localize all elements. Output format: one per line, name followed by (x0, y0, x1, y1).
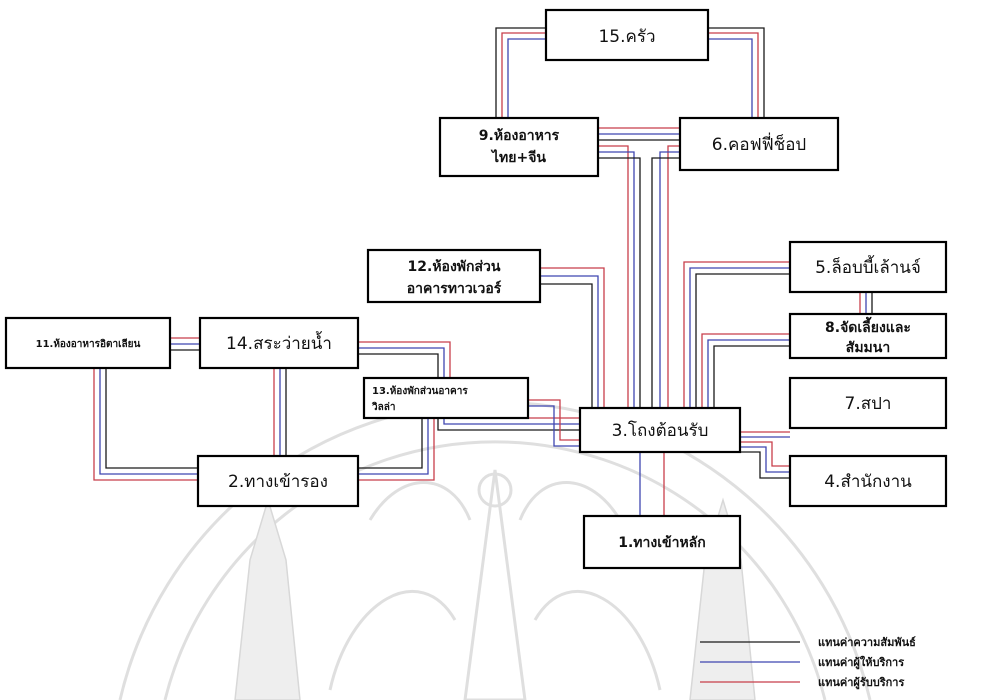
node-8-banquet-seminar: 8.จัดเลี้ยงและ สัมมนา (788, 312, 948, 360)
link-15-9-relation (495, 27, 546, 120)
node-2-secondary-entrance: 2.ทางเข้ารอง (196, 454, 360, 508)
link-15-6-provider (708, 38, 753, 118)
node-11-label: 11.ห้องอาหารอิตาเลียน (36, 338, 141, 350)
node-9-label-line1: 9.ห้องอาหาร (479, 128, 560, 144)
node-14-swimming-pool: 14.สระว่ายน้ำ (198, 316, 360, 370)
link-9-3-relation (598, 157, 641, 408)
link-11-2-receiver (93, 368, 198, 481)
node-14-label: 14.สระว่ายน้ำ (226, 331, 332, 354)
link-12-3-relation (540, 283, 593, 410)
node-4-office: 4.สำนักงาน (788, 454, 948, 508)
node-15-kitchen: 15.ครัว (544, 8, 710, 62)
node-13-villa-rooms: 13.ห้องพักส่วนอาคาร วิลล่า (362, 376, 530, 420)
link-8-3-relation (713, 345, 790, 410)
legend-receiver-label: แทนค่าผู้รับบริการ (818, 676, 904, 690)
node-12-label-line1: 12.ห้องพักส่วน (408, 259, 501, 275)
link-15-6-relation (708, 27, 765, 118)
node-8-label-line2: สัมมนา (846, 340, 890, 356)
link-5-3-receiver (683, 261, 790, 410)
link-13-2-provider (358, 418, 429, 475)
node-4-label: 4.สำนักงาน (824, 472, 912, 492)
link-13-3-receiver (528, 399, 580, 441)
legend-provider-label: แทนค่าผู้ให้บริการ (818, 655, 904, 670)
link-9-3-provider (598, 151, 635, 408)
node-7-spa: 7.สปา (788, 376, 948, 430)
node-8-label-line1: 8.จัดเลี้ยงและ (825, 316, 911, 336)
link-15-9-provider (507, 38, 546, 120)
link-13-2-receiver (358, 418, 435, 481)
node-5-label: 5.ล็อบบี้เล้านจ์ (815, 255, 921, 278)
link-3-4-receiver (740, 441, 790, 467)
node-7-label: 7.สปา (845, 394, 892, 414)
link-13-3-provider (528, 405, 580, 447)
node-9-label-line2: ไทย+จีน (490, 148, 546, 166)
node-3-reception-hall: 3.โถงต้อนรับ (578, 406, 742, 454)
link-15-9-receiver (501, 32, 546, 120)
node-3-label: 3.โถงต้อนรับ (612, 420, 709, 441)
node-2-label: 2.ทางเข้ารอง (228, 472, 328, 492)
link-13-2-relation (358, 418, 423, 469)
link-6-3-receiver (667, 145, 680, 408)
link-8-3-provider (707, 339, 790, 410)
link-5-3-provider (689, 267, 790, 410)
link-12-3-receiver (540, 267, 605, 410)
node-13-label-line2: วิลล่า (372, 401, 396, 413)
link-11-2-relation (105, 368, 198, 469)
node-13-label-line1: 13.ห้องพักส่วนอาคาร (372, 385, 468, 397)
node-1-main-entrance: 1.ทางเข้าหลัก (582, 514, 742, 570)
link-11-2-provider (99, 368, 198, 475)
link-9-3-receiver (598, 145, 629, 408)
node-6-label: 6.คอฟฟี่ช็อป (712, 132, 806, 155)
link-8-3-receiver (701, 333, 790, 410)
node-1-label: 1.ทางเข้าหลัก (618, 535, 706, 551)
link-6-3-relation (651, 157, 680, 408)
node-11-italian-restaurant: 11.ห้องอาหารอิตาเลียน (4, 316, 172, 370)
node-9-thai-chinese-restaurant: 9.ห้องอาหาร ไทย+จีน (438, 116, 600, 178)
watermark-seal-icon (118, 400, 872, 700)
node-15-label: 15.ครัว (598, 27, 655, 47)
link-12-3-provider (540, 275, 599, 410)
link-3-4-relation (740, 451, 790, 479)
legend: แทนค่าความสัมพันธ์ แทนค่าผู้ให้บริการ แท… (700, 636, 916, 690)
node-6-coffee-shop: 6.คอฟฟี่ช็อป (678, 116, 840, 172)
node-12-tower-rooms: 12.ห้องพักส่วน อาคารทาวเวอร์ (366, 248, 542, 304)
link-6-3-provider (659, 151, 680, 408)
link-3-4-provider (740, 446, 790, 473)
node-12-label-line2: อาคารทาวเวอร์ (407, 280, 502, 297)
node-5-lobby-lounge: 5.ล็อบบี้เล้านจ์ (788, 240, 948, 294)
legend-relation-label: แทนค่าความสัมพันธ์ (818, 636, 916, 649)
link-15-6-receiver (708, 32, 759, 118)
link-5-3-relation (695, 273, 790, 410)
